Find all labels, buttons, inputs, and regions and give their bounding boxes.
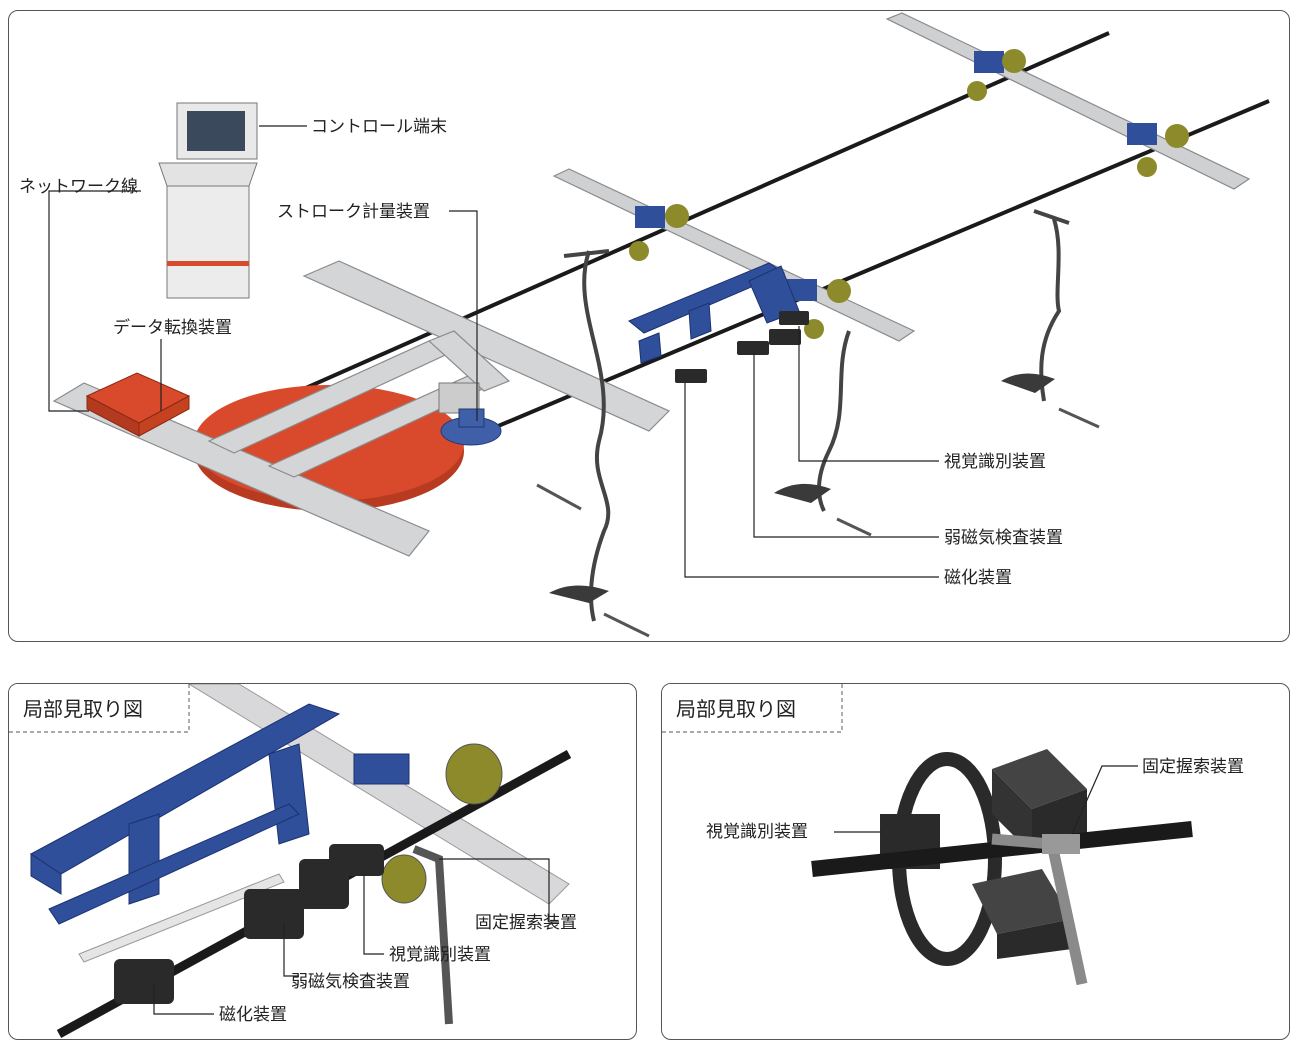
detail-right-panel: 局部見取り図 固定握索装置 視覚識別装置 [661, 683, 1290, 1040]
haul-rope [811, 821, 1193, 877]
title-tab-border [662, 684, 843, 733]
label-weak-magnetic: 弱磁気検査装置 [291, 972, 410, 992]
chair-seats [549, 373, 1055, 603]
stroke-meter-device [438, 382, 502, 446]
label-control-terminal: コントロール端末 [311, 117, 447, 137]
leader-lines [48, 125, 939, 578]
label-data-converter: データ転換装置 [113, 317, 232, 338]
leader-lines [153, 858, 559, 1015]
label-stroke-meter: ストローク計量装置 [277, 202, 430, 222]
panel-title: 局部見取り図 [676, 697, 796, 721]
pulley-wheel [381, 854, 427, 904]
main-diagram-svg: コントロール端末 ネットワーク線 ストローク計量装置 データ転換装置 視覚識別装… [19, 12, 1270, 638]
lower-sensor-box [972, 869, 1072, 959]
label-fixed-grip: 固定握索装置 [475, 913, 577, 933]
label-visual-id: 視覚識別装置 [706, 822, 808, 842]
label-visual-id: 視覚識別装置 [944, 452, 1046, 472]
data-converter-box [85, 372, 191, 437]
label-fixed-grip: 固定握索装置 [1142, 757, 1244, 777]
rail-brackets [629, 49, 1189, 339]
detail-left-panel: 局部見取り図 固定握索装置 視覚識別装置 弱磁気検査装置 磁化装置 [8, 683, 637, 1040]
title-tab-bg [9, 684, 189, 732]
pulley-wheel [445, 743, 503, 805]
title-tab-bg [662, 684, 842, 732]
sensor-devices [675, 311, 809, 383]
inspection-frame [30, 703, 341, 925]
sensor-devices [114, 844, 384, 1004]
panel-title: 局部見取り図 [23, 697, 143, 721]
label-magnetizer: 磁化装置 [219, 1005, 287, 1025]
leader-lines [834, 765, 1138, 835]
label-visual-id: 視覚識別装置 [389, 945, 491, 965]
footrests [536, 407, 1100, 638]
guide-bar [78, 873, 285, 963]
label-weak-magnetic: 弱磁気検査装置 [944, 528, 1063, 548]
main-diagram-panel: コントロール端末 ネットワーク線 ストローク計量装置 データ転換装置 視覚識別装… [8, 10, 1290, 642]
overhead-rails [552, 12, 1251, 342]
label-magnetizer: 磁化装置 [944, 568, 1012, 588]
control-terminal [158, 102, 258, 299]
detail-left-svg: 局部見取り図 固定握索装置 視覚識別装置 弱磁気検査装置 磁化装置 [9, 684, 577, 1038]
title-tab-border [9, 684, 190, 733]
inspection-frame [628, 262, 800, 364]
rail-bracket [353, 753, 410, 785]
detail-right-svg: 局部見取り図 固定握索装置 視覚識別装置 [662, 684, 1244, 986]
grip-clamp [1042, 834, 1080, 854]
label-network-line: ネットワーク線 [19, 177, 138, 197]
